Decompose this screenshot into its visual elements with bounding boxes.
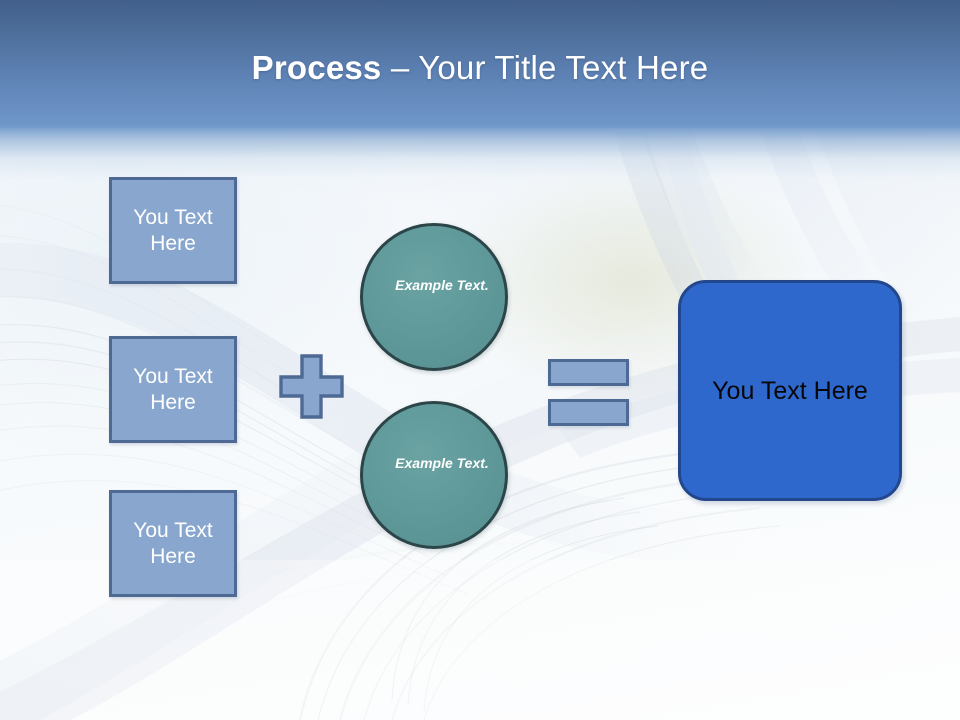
middle-circle-2-label: Example Text. — [395, 454, 489, 471]
equals-bar-bottom — [548, 399, 629, 426]
middle-circle-1[interactable]: Example Text. — [360, 223, 508, 371]
page-title-separator: – — [381, 49, 419, 86]
input-box-1[interactable]: You Text Here — [109, 177, 237, 284]
result-box[interactable]: You Text Here — [678, 280, 902, 501]
middle-circle-1-label: Example Text. — [395, 276, 489, 293]
middle-circle-2[interactable]: Example Text. — [360, 401, 508, 549]
input-box-3-label: You Text Here — [133, 518, 213, 568]
page-title-bold: Process — [251, 49, 382, 86]
equals-bar-top — [548, 359, 629, 386]
title-bar — [0, 0, 960, 128]
plus-sign-icon — [279, 354, 344, 419]
input-box-2-label: You Text Here — [133, 364, 213, 414]
input-box-3[interactable]: You Text Here — [109, 490, 237, 597]
input-box-2[interactable]: You Text Here — [109, 336, 237, 443]
page-title-rest: Your Title Text Here — [418, 49, 709, 86]
page-title: Process – Your Title Text Here — [0, 48, 960, 88]
equals-sign-icon — [548, 359, 629, 426]
result-box-label: You Text Here — [712, 376, 868, 405]
input-box-1-label: You Text Here — [133, 205, 213, 255]
